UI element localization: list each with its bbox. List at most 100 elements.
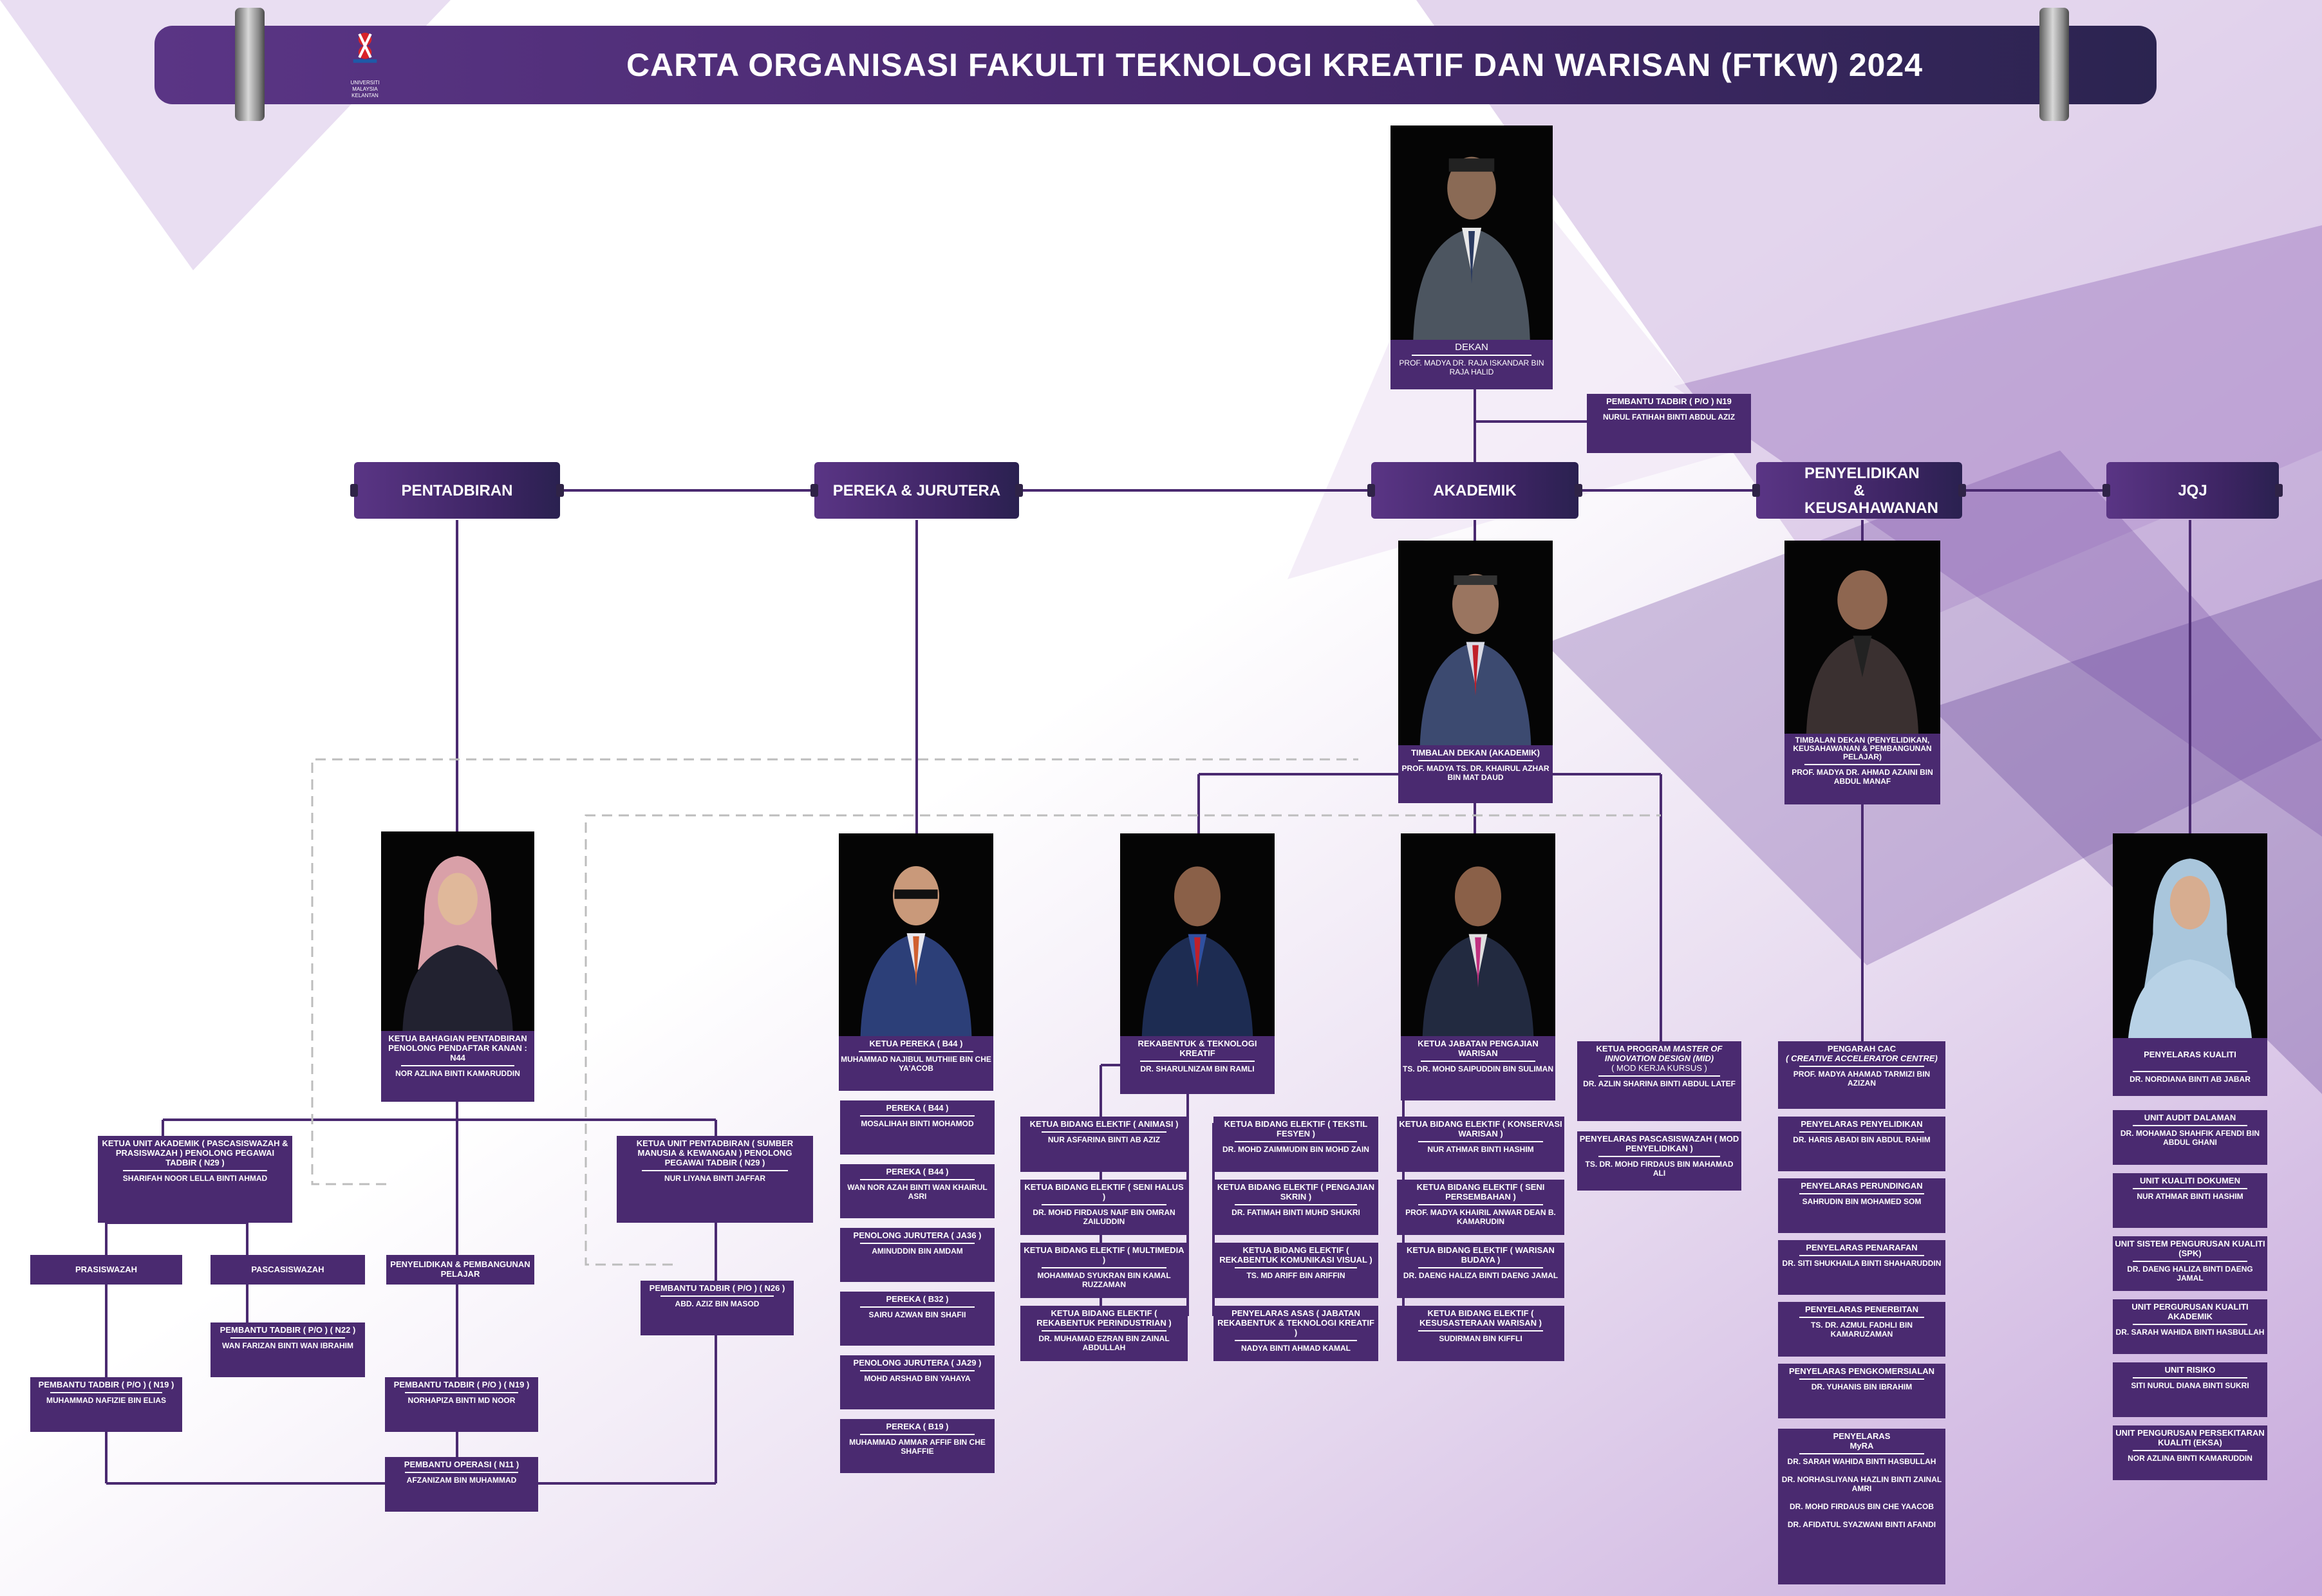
rekabentuk-elektif-a-title-3: KETUA BIDANG ELEKTIF ( MULTIMEDIA ) — [1024, 1245, 1184, 1265]
banner-bracket-left — [235, 8, 265, 121]
warisan-elektif-box-4: KETUA BIDANG ELEKTIF ( KESUSASTERAAN WAR… — [1397, 1306, 1564, 1361]
rekabentuk-elektif-a-name-2: DR. MOHD FIRDAUS NAIF BIN OMRAN ZAILUDDI… — [1033, 1208, 1175, 1226]
rekabentuk-elektif-a-box-2: KETUA BIDANG ELEKTIF ( SENI HALUS )DR. M… — [1020, 1180, 1188, 1235]
rekabentuk-elektif-b-box-4: PENYELARAS ASAS ( JABATAN REKABENTUK & T… — [1213, 1306, 1378, 1361]
pereka-title-5: PENOLONG JURUTERA ( JA29 ) — [853, 1358, 982, 1368]
pascasiswazah-label: PASCASISWAZAH — [251, 1265, 324, 1274]
warisan-elektif-box-1: KETUA BIDANG ELEKTIF ( KONSERVASI WARISA… — [1397, 1117, 1564, 1172]
person-silhouette-icon — [1413, 156, 1530, 340]
pascasiswazah-box: PASCASISWAZAH — [211, 1255, 365, 1285]
jqj-unit-name-2: NUR ATHMAR BINTI HASHIM — [2137, 1192, 2243, 1201]
dekan-photo — [1390, 125, 1553, 340]
penyelidikan-name-1: DR. HARIS ABADI BIN ABDUL RAHIM — [1793, 1135, 1931, 1144]
dept-akademik: AKADEMIK — [1367, 462, 1582, 519]
pereka-name-2: WAN NOR AZAH BINTI WAN KHAIRUL ASRI — [847, 1183, 988, 1201]
pt-pasca-box: PEMBANTU TADBIR ( P/O ) ( N22 ) WAN FARI… — [211, 1322, 365, 1377]
rekabentuk-elektif-b-title-3: KETUA BIDANG ELEKTIF ( REKABENTUK KOMUNI… — [1219, 1245, 1372, 1265]
pereka-title-3: PENOLONG JURUTERA ( JA36 ) — [853, 1230, 982, 1240]
penyelidikan-name-3: DR. SITI SHUKHAILA BINTI SHAHARUDDIN — [1782, 1259, 1942, 1268]
pt-aziz-box: PEMBANTU TADBIR ( P/O ) ( N26 ) ABD. AZI… — [641, 1281, 794, 1335]
penyelidikan-box-2: PENYELARAS PERUNDINGAN SAHRUDIN BIN MOHAM… — [1778, 1178, 1945, 1233]
pereka-name-6: MUHAMMAD AMMAR AFFIF BIN CHE SHAFFIE — [849, 1438, 986, 1456]
master-program-title-a: KETUA PROGRAM — [1596, 1044, 1673, 1053]
unit-akademik-box: KETUA UNIT AKADEMIK ( PASCASISWAZAH & PR… — [98, 1136, 292, 1223]
pereka-name-5: MOHD ARSHAD BIN YAHAYA — [864, 1374, 971, 1383]
jqj-unit-box-6: UNIT PENGURUSAN PERSEKITARAN KUALITI (EK… — [2113, 1425, 2267, 1480]
pt-norhapiza-name: NORHAPIZA BINTI MD NOOR — [407, 1396, 516, 1405]
penyelidikan-title-2: PENYELARAS PERUNDINGAN — [1801, 1181, 1923, 1191]
prasiswazah-box: PRASISWAZAH — [30, 1255, 182, 1285]
penyelidikan-name-4: TS. DR. AZMUL FADHLI BIN KAMARUZAMAN — [1811, 1321, 1913, 1339]
rekabentuk-box: REKABENTUK & TEKNOLOGI KREATIF DR. SHARU… — [1120, 1036, 1275, 1094]
penyelaras-kualiti-photo — [2113, 833, 2267, 1038]
pereka-box-4: PEREKA ( B32 )SAIRU AZWAN BIN SHAFII — [840, 1292, 995, 1346]
penyelidikan-title-3: PENYELARAS PENARAFAN — [1806, 1243, 1918, 1252]
myra-box: PENYELARAS MyRA DR. SARAH WAHIDA BINTI H… — [1778, 1429, 1945, 1584]
pt-norhapiza-title: PEMBANTU TADBIR ( P/O ) ( N19 ) — [393, 1380, 530, 1389]
rekabentuk-elektif-b-name-3: TS. MD ARIFF BIN ARIFFIN — [1246, 1271, 1345, 1280]
pt-pasca-title: PEMBANTU TADBIR ( P/O ) ( N22 ) — [220, 1325, 356, 1335]
ketua-pereka-title: KETUA PEREKA ( B44 ) — [869, 1039, 963, 1048]
myra-title: PENYELARAS MyRA — [1833, 1431, 1891, 1451]
rekabentuk-elektif-a-name-3: MOHAMMAD SYUKRAN BIN KAMAL RUZZAMAN — [1037, 1271, 1171, 1289]
pereka-box-3: PENOLONG JURUTERA ( JA36 ) AMINUDDIN BIN … — [840, 1228, 995, 1282]
pereka-box-6: PEREKA ( B19 )MUHAMMAD AMMAR AFFIF BIN C… — [840, 1419, 995, 1473]
pascasiswazah-penyelaras-box: PENYELARAS PASCASISWAZAH ( MOD PENYELIDI… — [1577, 1131, 1741, 1191]
chart-title: CARTA ORGANISASI FAKULTI TEKNOLOGI KREAT… — [626, 47, 1924, 83]
rekabentuk-name: DR. SHARULNIZAM BIN RAMLI — [1140, 1064, 1255, 1073]
rekabentuk-elektif-a-title-4: KETUA BIDANG ELEKTIF ( REKABENTUK PERIND… — [1036, 1308, 1172, 1328]
tdekan-akademik-photo — [1398, 541, 1553, 747]
warisan-elektif-box-2: KETUA BIDANG ELEKTIF ( SENI PERSEMBAHAN … — [1397, 1180, 1564, 1235]
pt-nafizie-title: PEMBANTU TADBIR ( P/O ) ( N19 ) — [38, 1380, 174, 1389]
warisan-elektif-name-3: DR. DAENG HALIZA BINTI DAENG JAMAL — [1403, 1271, 1559, 1280]
jqj-unit-title-2: UNIT KUALITI DOKUMEN — [2140, 1176, 2240, 1185]
pereka-title-1: PEREKA ( B44 ) — [886, 1103, 949, 1113]
logo-text-1: UNIVERSITI — [350, 80, 380, 86]
penyelidikan-title-5: PENYELARAS PENGKOMERSIALAN — [1788, 1366, 1935, 1376]
warisan-elektif-name-2: PROF. MADYA KHAIRIL ANWAR DEAN B. KAMARU… — [1405, 1208, 1556, 1226]
title-banner: CARTA ORGANISASI FAKULTI TEKNOLOGI KREAT… — [154, 26, 2157, 104]
cac-title-a: PENGARAH CAC — [1827, 1044, 1896, 1053]
rekabentuk-elektif-a-box-3: KETUA BIDANG ELEKTIF ( MULTIMEDIA ) MOHAM… — [1020, 1243, 1188, 1298]
rekabentuk-elektif-b-box-2: KETUA BIDANG ELEKTIF ( PENGAJIAN SKRIN )… — [1213, 1180, 1378, 1235]
rekabentuk-title: REKABENTUK & TEKNOLOGI KREATIF — [1138, 1039, 1257, 1058]
dept-jqj: JQJ — [2102, 462, 2283, 519]
logo-text-2: MALAYSIA — [352, 86, 378, 92]
pembantu-dekan-title: PEMBANTU TADBIR ( P/O ) N19 — [1606, 396, 1732, 406]
jqj-unit-title-5: UNIT RISIKO — [2164, 1365, 2216, 1375]
ketua-pentadbiran-photo — [381, 831, 534, 1031]
rekabentuk-elektif-b-name-1: DR. MOHD ZAIMMUDIN BIN MOHD ZAIN — [1222, 1145, 1369, 1154]
dekan-name: PROF. MADYA DR. RAJA ISKANDAR BIN RAJA H… — [1399, 358, 1544, 376]
cac-box: PENGARAH CAC ( CREATIVE ACCELERATOR CENT… — [1778, 1041, 1945, 1109]
dept-pentadbiran-label: PENTADBIRAN — [401, 481, 513, 499]
jabatan-warisan-name: TS. DR. MOHD SAIPUDDIN BIN SULIMAN — [1403, 1064, 1553, 1073]
pereka-box-1: PEREKA ( B44 )MOSALIHAH BINTI MOHAMOD — [840, 1100, 995, 1155]
pt-nafizie-name: MUHAMMAD NAFIZIE BIN ELIAS — [46, 1396, 166, 1405]
penyelidikan-name-2: SAHRUDIN BIN MOHAMED SOM — [1802, 1197, 1922, 1206]
warisan-elektif-title-3: KETUA BIDANG ELEKTIF ( WARISAN BUDAYA ) — [1407, 1245, 1555, 1265]
rekabentuk-elektif-a-box-1: KETUA BIDANG ELEKTIF ( ANIMASI )NUR ASFA… — [1020, 1117, 1188, 1172]
rekabentuk-elektif-b-name-4: NADYA BINTI AHMAD KAMAL — [1241, 1344, 1351, 1353]
person-silhouette-icon — [860, 866, 972, 1036]
umk-logo-icon: UNIVERSITI MALAYSIA KELANTAN — [342, 30, 388, 102]
master-program-box: KETUA PROGRAM MASTER OF INNOVATION DESIG… — [1577, 1041, 1741, 1121]
umk-logo-mark — [353, 32, 377, 63]
pereka-title-2: PEREKA ( B44 ) — [886, 1167, 949, 1176]
rekabentuk-photo — [1120, 833, 1275, 1038]
dept-pereka-label: PEREKA & JURUTERA — [832, 481, 1001, 499]
prasiswazah-label: PRASISWAZAH — [75, 1265, 138, 1274]
unit-pentadbiran-box: KETUA UNIT PENTADBIRAN ( SUMBER MANUSIA … — [617, 1136, 813, 1223]
unit-akademik-title: KETUA UNIT AKADEMIK ( PASCASISWAZAH & PR… — [102, 1138, 288, 1167]
ketua-pentadbiran-title: KETUA BAHAGIAN PENTADBIRAN PENOLONG PEND… — [388, 1034, 527, 1062]
pembantu-operasi-title: PEMBANTU OPERASI ( N11 ) — [404, 1460, 520, 1469]
jqj-unit-title-6: UNIT PENGURUSAN PERSEKITARAN KUALITI (EK… — [2115, 1428, 2265, 1447]
ketua-pentadbiran-name: NOR AZLINA BINTI KAMARUDDIN — [395, 1069, 520, 1078]
tdekan-penyelidikan-title: TIMBALAN DEKAN (PENYELIDIKAN, KEUSAHAWAN… — [1793, 736, 1932, 761]
unit-akademik-name: SHARIFAH NOOR LELLA BINTI AHMAD — [122, 1174, 268, 1183]
warisan-elektif-box-3: KETUA BIDANG ELEKTIF ( WARISAN BUDAYA ) D… — [1397, 1243, 1564, 1298]
pereka-name-3: AMINUDDIN BIN AMDAM — [872, 1247, 963, 1256]
person-silhouette-icon — [1806, 570, 1919, 734]
jabatan-warisan-title: KETUA JABATAN PENGAJIAN WARISAN — [1418, 1039, 1539, 1058]
